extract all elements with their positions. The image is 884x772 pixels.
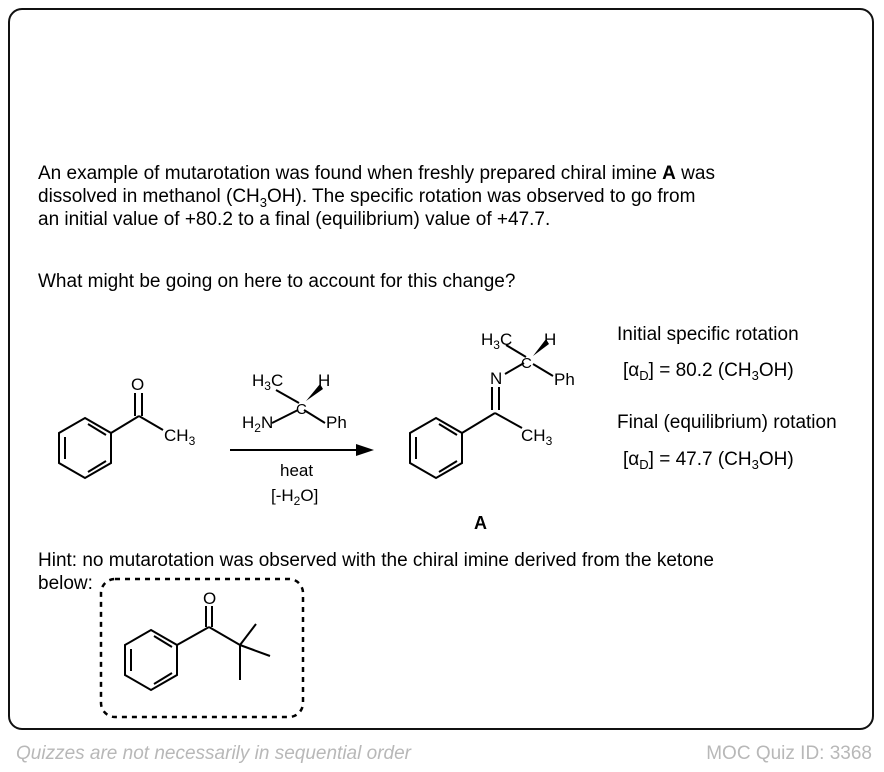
arrow-condition-heat: heat [280, 461, 313, 480]
initial-rotation-value: [αD] = 80.2 (CH3OH) [623, 360, 794, 383]
ketone-methyl-label: CH3 [164, 426, 196, 448]
amine-h2n-label: H2N [242, 413, 273, 435]
product-c-label: C [521, 355, 532, 372]
amine-wedge-bond [306, 384, 323, 401]
initial-rotation-title: Initial specific rotation [617, 324, 799, 345]
product-h3c-label: H3C [481, 330, 512, 352]
imine-product-structure [409, 344, 554, 480]
footer-quiz-id: MOC Quiz ID: 3368 [706, 743, 872, 764]
product-methyl-label: CH3 [521, 426, 553, 448]
product-ph-label: Ph [554, 370, 575, 389]
hint-text: Hint: no mutarotation was observed with … [38, 550, 714, 594]
final-rotation-value: [αD] = 47.7 (CH3OH) [623, 449, 794, 472]
ketone-oxygen-label: O [131, 375, 144, 394]
pivalophenone-structure [124, 606, 271, 692]
question-prompt: What might be going on here to account f… [38, 271, 516, 292]
arrow-condition-water: [-H2O] [271, 486, 318, 508]
reaction-arrowhead [356, 444, 374, 456]
product-n-label: N [490, 369, 502, 388]
amine-h-label: H [318, 371, 330, 390]
product-h-label: H [544, 330, 556, 349]
amine-h3c-label: H3C [252, 371, 283, 393]
final-rotation-title: Final (equilibrium) rotation [617, 412, 837, 433]
amine-ph-label: Ph [326, 413, 347, 432]
hint-dashed-box [99, 577, 305, 719]
question-text: An example of mutarotation was found whe… [38, 163, 715, 230]
product-label-a: A [474, 513, 487, 533]
footer-order-note: Quizzes are not necessarily in sequentia… [16, 743, 411, 764]
quiz-card [8, 8, 874, 730]
hint-ketone-oxygen-label: O [203, 589, 216, 608]
amine-c-label: C [296, 401, 307, 418]
acetophenone-structure [58, 393, 164, 480]
product-wedge-bond [533, 339, 549, 356]
reaction-scheme: O CH3 H3C H C H2N Ph heat [-H2O] H3C H C… [58, 324, 837, 719]
amine-structure [271, 389, 326, 424]
